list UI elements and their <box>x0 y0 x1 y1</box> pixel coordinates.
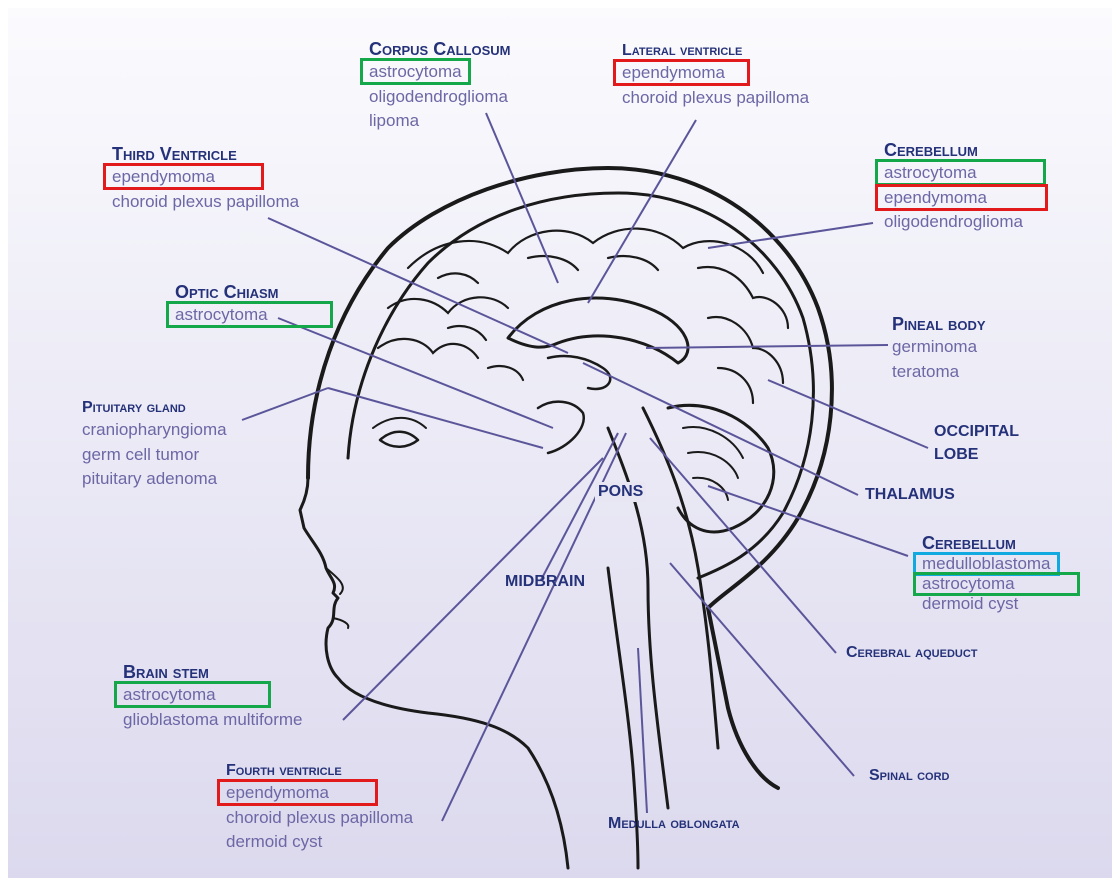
tumor-highlight-red: ependymoma <box>220 782 375 803</box>
label-fourth-ventricle: Fourth ventricle ependymoma choroid plex… <box>226 761 413 855</box>
third-ventricle-tumors: ependymoma choroid plexus papilloma <box>112 165 299 214</box>
brain-stem-title: Brain stem <box>123 661 303 683</box>
leader-lines <box>242 113 928 821</box>
tumor-item: teratoma <box>892 360 986 385</box>
lateral-ventricle-tumors: ependymoma choroid plexus papilloma <box>622 61 809 110</box>
tumor-item: dermoid cyst <box>922 594 1077 614</box>
label-spinal-cord: Spinal cord <box>869 766 950 786</box>
tumor-item: oligodendroglioma <box>884 210 1045 235</box>
medulla-oblongata-title: Medulla oblongata <box>608 814 740 834</box>
brain-stem-tumors: astrocytoma glioblastoma multiforme <box>123 683 303 732</box>
tumor-highlight-green: astrocytoma <box>363 61 468 82</box>
lateral-ventricle-title: Lateral ventricle <box>622 41 809 61</box>
midbrain-title: MIDBRAIN <box>505 572 585 592</box>
tumor-item: choroid plexus papilloma <box>226 806 413 831</box>
tumor-highlight-red: ependymoma <box>616 62 747 83</box>
optic-chiasm-tumors: astrocytoma <box>175 303 330 328</box>
tumor-item: germ cell tumor <box>82 443 227 468</box>
tumor-item: oligodendroglioma <box>369 85 511 110</box>
label-lateral-ventricle: Lateral ventricle ependymoma choroid ple… <box>622 41 809 110</box>
label-cerebellum-top: Cerebellum astrocytoma ependymoma oligod… <box>884 139 1045 235</box>
label-pituitary-gland: Pituitary gland craniopharyngioma germ c… <box>82 398 227 492</box>
label-thalamus: THALAMUS <box>865 485 955 505</box>
corpus-callosum-tumors: astrocytoma oligodendroglioma lipoma <box>369 60 511 134</box>
label-optic-chiasm: Optic Chiasm astrocytoma <box>175 281 330 328</box>
tumor-item: germinoma <box>892 335 986 360</box>
cerebellum-top-tumors: astrocytoma ependymoma oligodendroglioma <box>884 161 1045 235</box>
pineal-body-tumors: germinoma teratoma <box>892 335 986 384</box>
spinal-cord-title: Spinal cord <box>869 766 950 786</box>
thalamus-title: THALAMUS <box>865 485 955 505</box>
label-pons: PONS <box>595 482 646 502</box>
tumor-highlight-red: ependymoma <box>878 187 1045 208</box>
label-corpus-callosum: Corpus Callosum astrocytoma oligodendrog… <box>369 38 511 134</box>
tumor-item: pituitary adenoma <box>82 467 227 492</box>
fourth-ventricle-tumors: ependymoma choroid plexus papilloma derm… <box>226 781 413 855</box>
cerebellum-bottom-title: Cerebellum <box>922 532 1077 554</box>
pons-title: PONS <box>598 482 643 502</box>
tumor-item: craniopharyngioma <box>82 418 227 443</box>
label-cerebral-aqueduct: Cerebral aqueduct <box>846 643 978 663</box>
tumor-item: dermoid cyst <box>226 830 413 855</box>
tumor-item: lipoma <box>369 109 511 134</box>
tumor-item: choroid plexus papilloma <box>622 86 809 111</box>
tumor-item: choroid plexus papilloma <box>112 190 299 215</box>
cerebral-aqueduct-title: Cerebral aqueduct <box>846 643 978 663</box>
third-ventricle-title: Third Ventricle <box>112 143 299 165</box>
cerebellum-bottom-tumors: medulloblastoma astrocytoma dermoid cyst <box>922 554 1077 614</box>
tumor-highlight-green: astrocytoma <box>169 304 330 325</box>
optic-chiasm-title: Optic Chiasm <box>175 281 330 303</box>
occipital-lobe-title-line1: OCCIPITAL <box>934 422 1019 442</box>
tumor-highlight-blue: medulloblastoma <box>916 555 1057 573</box>
label-cerebellum-bottom: Cerebellum medulloblastoma astrocytoma d… <box>922 532 1077 614</box>
label-third-ventricle: Third Ventricle ependymoma choroid plexu… <box>112 143 299 214</box>
label-midbrain: MIDBRAIN <box>505 572 585 592</box>
tumor-highlight-green: astrocytoma <box>878 162 1043 183</box>
occipital-lobe-title-line2: LOBE <box>934 445 1019 465</box>
label-brain-stem: Brain stem astrocytoma glioblastoma mult… <box>123 661 303 732</box>
tumor-highlight-green: astrocytoma <box>117 684 268 705</box>
fourth-ventricle-title: Fourth ventricle <box>226 761 413 781</box>
tumor-highlight-red: ependymoma <box>106 166 261 187</box>
diagram-canvas: Corpus Callosum astrocytoma oligodendrog… <box>8 8 1112 878</box>
tumor-item: glioblastoma multiforme <box>123 708 303 733</box>
pineal-body-title: Pineal body <box>892 313 986 335</box>
label-occipital-lobe: OCCIPITAL LOBE <box>934 422 1019 465</box>
pituitary-gland-title: Pituitary gland <box>82 398 227 418</box>
cerebellum-top-title: Cerebellum <box>884 139 1045 161</box>
corpus-callosum-title: Corpus Callosum <box>369 38 511 60</box>
label-medulla-oblongata: Medulla oblongata <box>608 814 740 834</box>
label-pineal-body: Pineal body germinoma teratoma <box>892 313 986 384</box>
pituitary-gland-tumors: craniopharyngioma germ cell tumor pituit… <box>82 418 227 492</box>
tumor-highlight-green: astrocytoma <box>916 575 1077 593</box>
cortex-gyri <box>378 229 788 403</box>
